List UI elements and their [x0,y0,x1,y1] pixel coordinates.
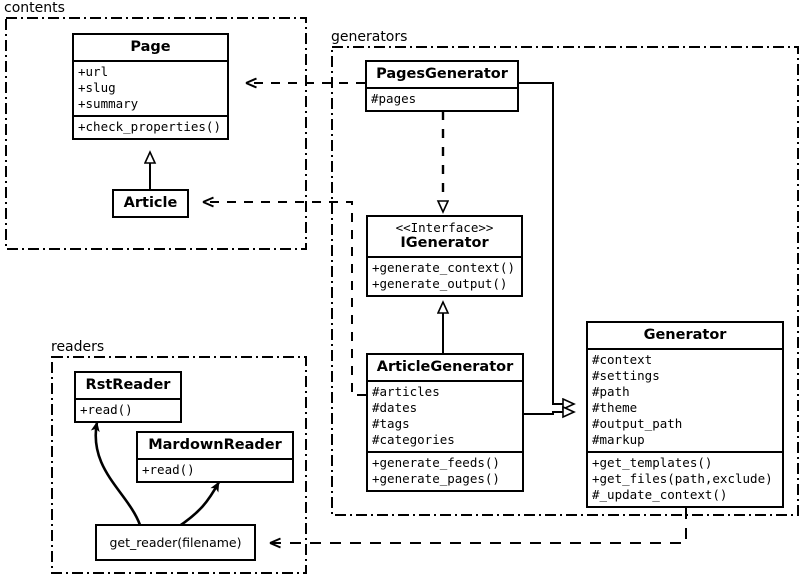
attribute-row: +url [78,64,109,79]
class-markdown-reader-operations: +read() [138,458,292,481]
operation-row: +read() [142,462,195,477]
function-get-reader[interactable]: get_reader(filename) [95,524,256,561]
package-label-readers: readers [51,339,105,355]
attribute-row: #dates [372,400,418,415]
class-article-name: Article [123,195,178,211]
class-igenerator-operations: +generate_context() +generate_output() [368,256,521,295]
attribute-row: #pages [371,91,417,106]
rel-getreader-uses-rstreader [90,421,142,526]
attribute-row: +summary [78,96,139,111]
class-igenerator[interactable]: <<Interface>> IGenerator +generate_conte… [366,215,523,297]
rel-articlegenerator-depends-article [202,196,366,396]
operation-row: +generate_feeds() [372,455,500,470]
operation-row: +check_properties() [78,119,221,134]
class-igenerator-name: IGenerator [400,235,489,251]
class-page-attributes: +url +slug +summary [74,60,227,115]
class-page[interactable]: Page +url +slug +summary +check_properti… [72,33,229,140]
rel-articlegenerator-generalizes-generator [524,412,574,414]
class-article-generator-name: ArticleGenerator [376,359,514,375]
package-label-generators: generators [331,29,408,45]
class-generator-header: Generator [588,323,782,348]
attribute-row: #settings [592,368,660,383]
operation-row: +generate_pages() [372,471,500,486]
attribute-row: #path [592,384,630,399]
class-article[interactable]: Article [112,189,189,218]
class-igenerator-header: <<Interface>> IGenerator [368,217,521,256]
attribute-row: #output_path [592,416,683,431]
class-markdown-reader-name: MardownReader [148,437,282,453]
operation-row: +read() [80,402,133,417]
rel-generator-depends-getreader [269,508,687,549]
class-rst-reader-operations: +read() [76,398,180,421]
class-article-generator-attributes: #articles #dates #tags #categories [368,380,522,451]
attribute-row: #articles [372,384,440,399]
class-pages-generator-attributes: #pages [367,87,517,110]
rel-getreader-uses-markdownreader [177,481,221,529]
class-rst-reader-header: RstReader [76,373,180,398]
attribute-row: #categories [372,432,455,447]
class-rst-reader-name: RstReader [85,377,171,393]
class-page-name: Page [130,39,171,55]
function-get-reader-label: get_reader(filename) [109,535,242,550]
attribute-row: #tags [372,416,410,431]
class-page-header: Page [74,35,227,60]
operation-row: +get_templates() [592,455,713,470]
class-markdown-reader-header: MardownReader [138,433,292,458]
class-rst-reader[interactable]: RstReader +read() [74,371,182,423]
class-pages-generator-name: PagesGenerator [376,66,508,82]
operation-row: +generate_context() [372,260,515,275]
attribute-row: #theme [592,400,638,415]
class-pages-generator-header: PagesGenerator [367,62,517,87]
class-generator[interactable]: Generator #context #settings #path #them… [586,321,784,508]
rel-pagesgenerator-generalizes-generator [519,82,574,404]
operation-row: #_update_context() [592,487,728,502]
class-igenerator-stereotype: <<Interface>> [395,220,494,235]
class-generator-name: Generator [643,327,727,343]
class-article-generator[interactable]: ArticleGenerator #articles #dates #tags … [366,353,524,492]
class-article-header: Article [114,191,187,216]
class-generator-operations: +get_templates() +get_files(path,exclude… [588,451,782,506]
class-article-generator-operations: +generate_feeds() +generate_pages() [368,451,522,490]
attribute-row: #markup [592,432,645,447]
operation-row: +get_files(path,exclude) [592,471,773,486]
attribute-row: #context [592,352,653,367]
class-page-operations: +check_properties() [74,115,227,138]
attribute-row: +slug [78,80,116,95]
class-article-generator-header: ArticleGenerator [368,355,522,380]
operation-row: +generate_output() [372,276,508,291]
class-generator-attributes: #context #settings #path #theme #output_… [588,348,782,451]
package-label-contents: contents [4,0,65,16]
class-pages-generator[interactable]: PagesGenerator #pages [365,60,519,112]
class-markdown-reader[interactable]: MardownReader +read() [136,431,294,483]
